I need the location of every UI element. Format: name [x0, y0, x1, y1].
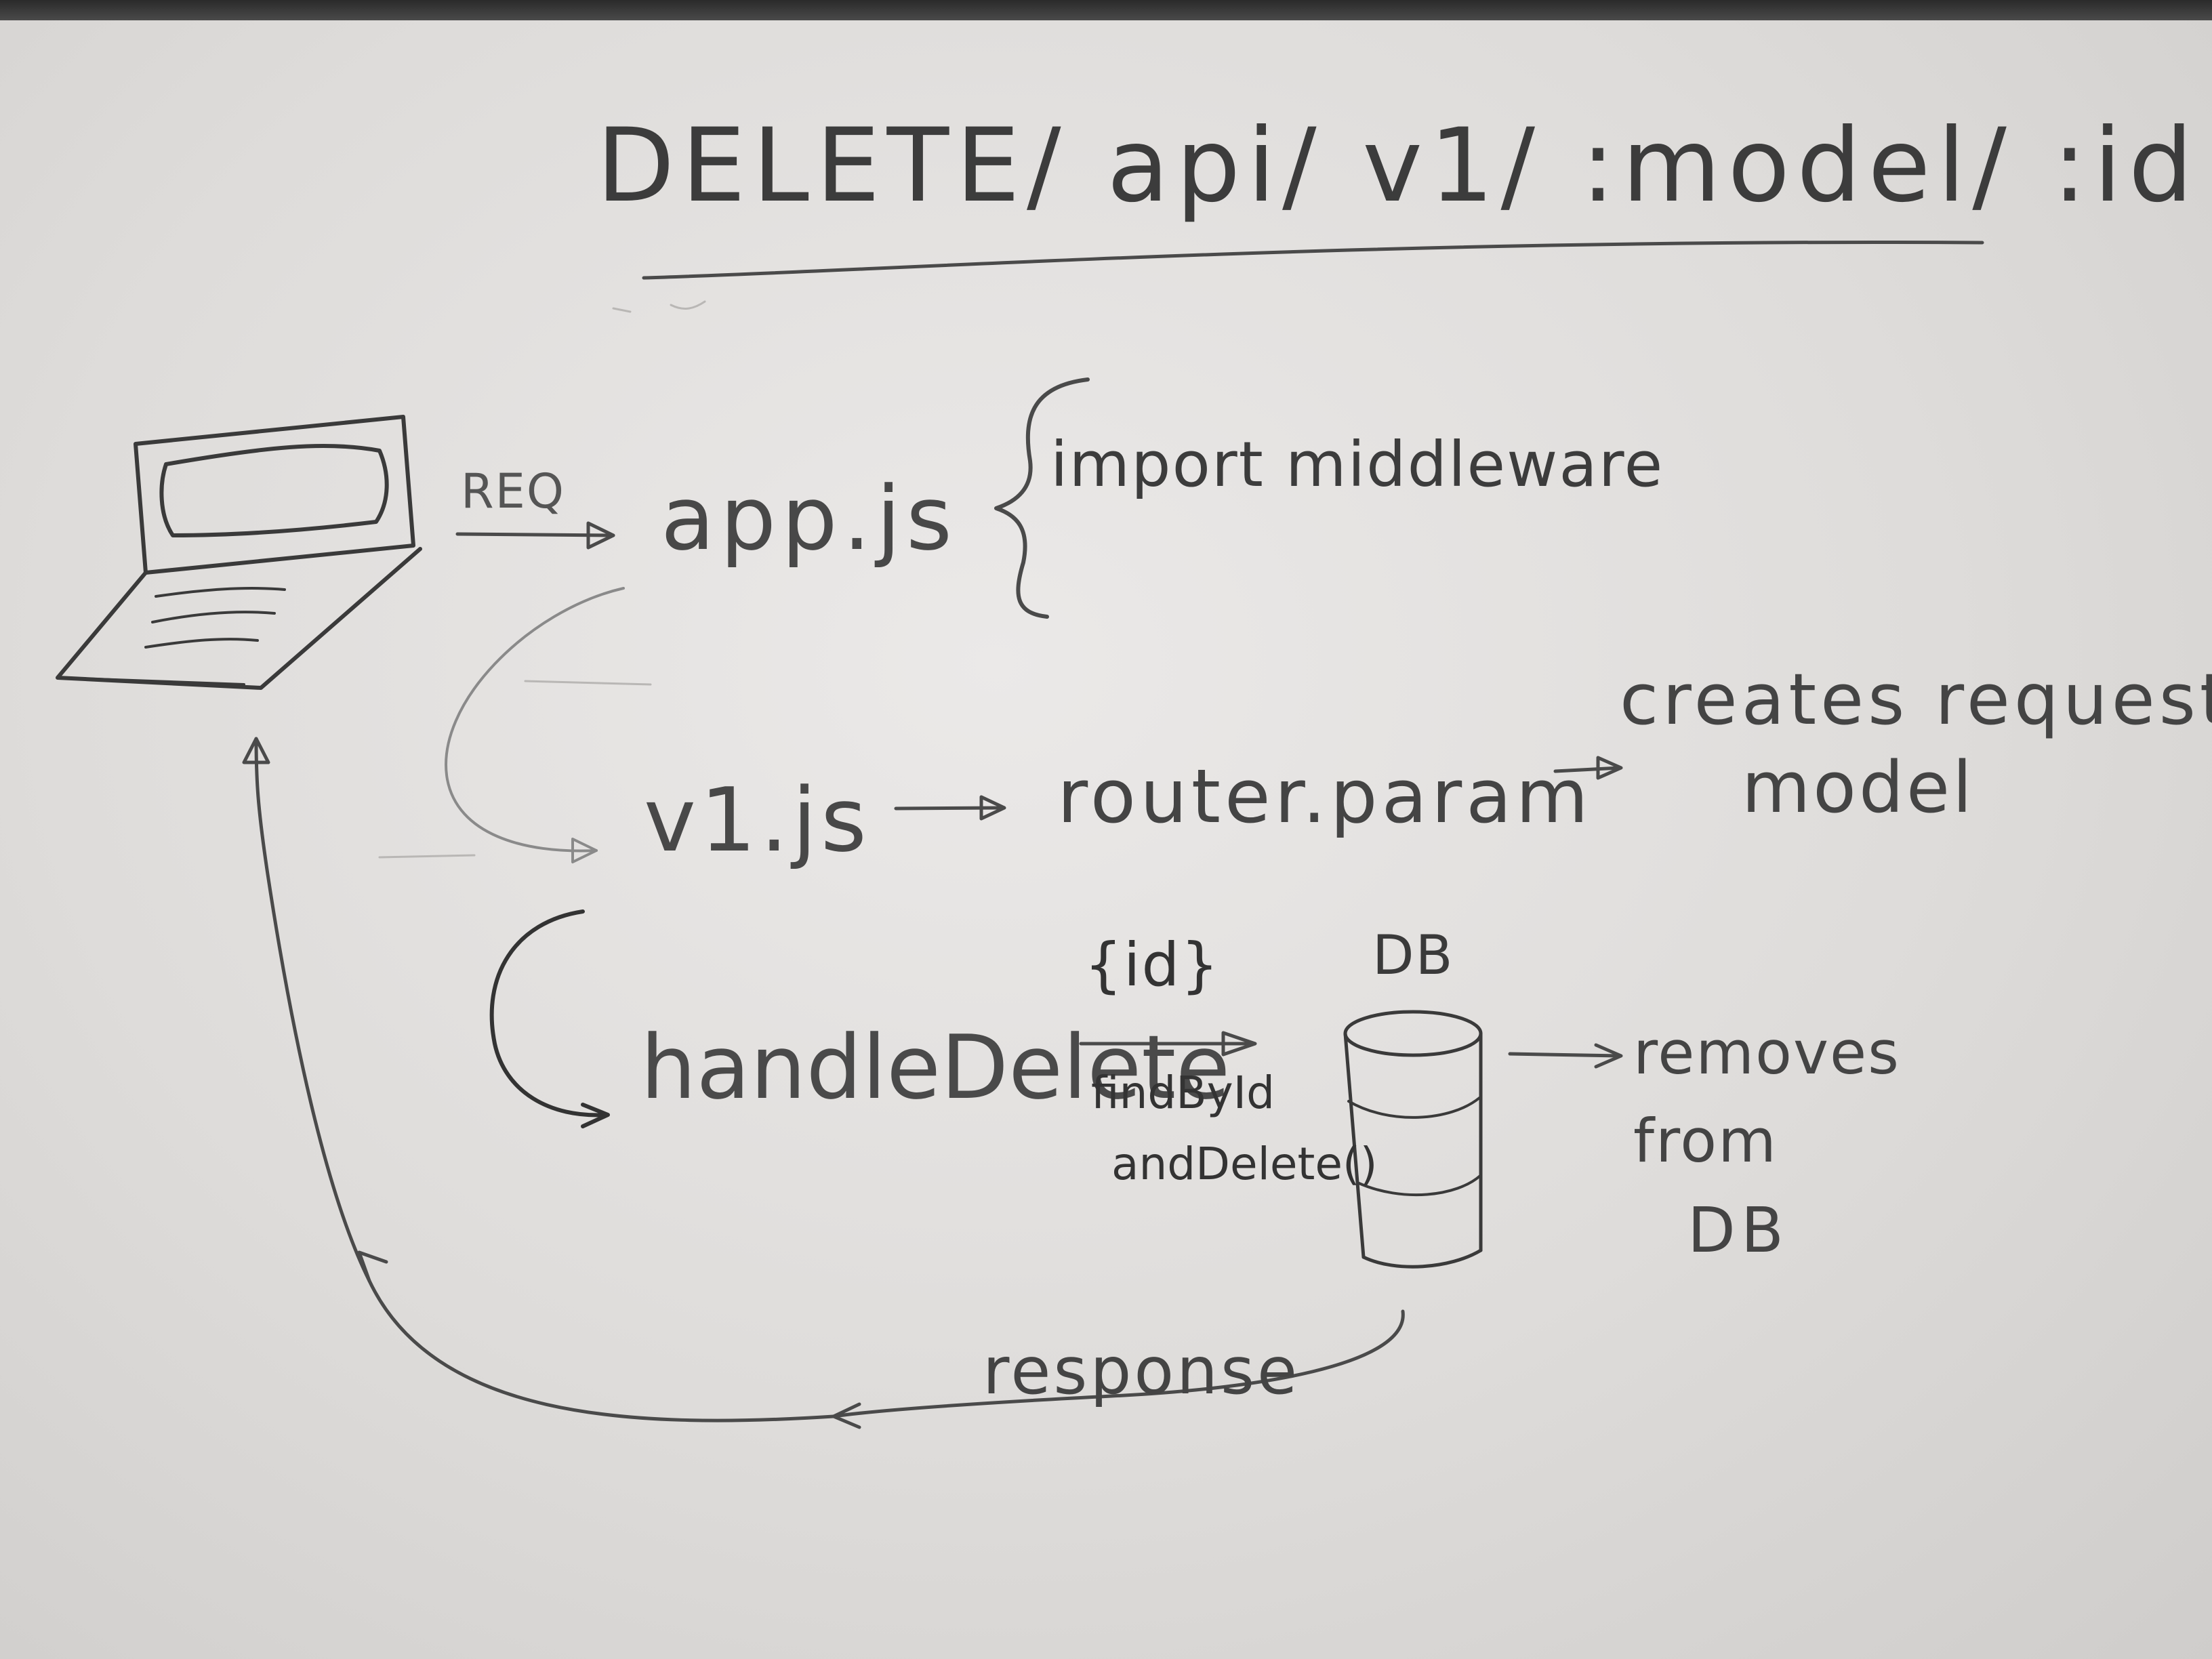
app-note: import middleware — [1050, 428, 1664, 501]
laptop-icon — [56, 415, 422, 690]
db-to-note-arrow — [1508, 1043, 1623, 1069]
app-brace — [994, 377, 1090, 619]
app-file-label: app.js — [661, 467, 958, 570]
db-call-line1: findById — [1091, 1067, 1275, 1119]
database-cylinder-icon — [1343, 1010, 1483, 1269]
ghost-marks — [378, 300, 706, 859]
handler-arg-label: {id} — [1084, 930, 1221, 1000]
request-label: REQ — [461, 464, 565, 519]
title-underline — [642, 240, 1984, 280]
diagram-title: DELETE/ api/ v1/ :model/ :id — [596, 107, 2200, 225]
response-label: response — [983, 1333, 1300, 1409]
whiteboard-frame — [0, 0, 2212, 20]
db-label: DB — [1372, 924, 1454, 987]
router-param-note-line1: creates request. — [1620, 658, 2212, 741]
db-note-line3: DB — [1687, 1194, 1789, 1267]
router-file-label: v1.js — [644, 769, 871, 872]
router-to-note-arrow — [1553, 756, 1623, 780]
db-note-line1: removes — [1633, 1018, 1901, 1088]
response-arrow — [242, 737, 1405, 1429]
handler-to-db-arrow — [1079, 1031, 1257, 1057]
db-note-line2: from — [1633, 1106, 1778, 1176]
v1-to-router-arrow — [894, 795, 1006, 821]
handler-label: handleDelete — [640, 1016, 1231, 1119]
db-call-line2: andDelete() — [1111, 1138, 1378, 1190]
v1-to-handler-arrow — [489, 909, 610, 1128]
app-to-v1-arrow — [445, 587, 625, 863]
router-param-label: router.param — [1057, 753, 1593, 840]
request-arrow — [455, 521, 615, 550]
router-param-note-line2: model — [1742, 746, 1975, 829]
